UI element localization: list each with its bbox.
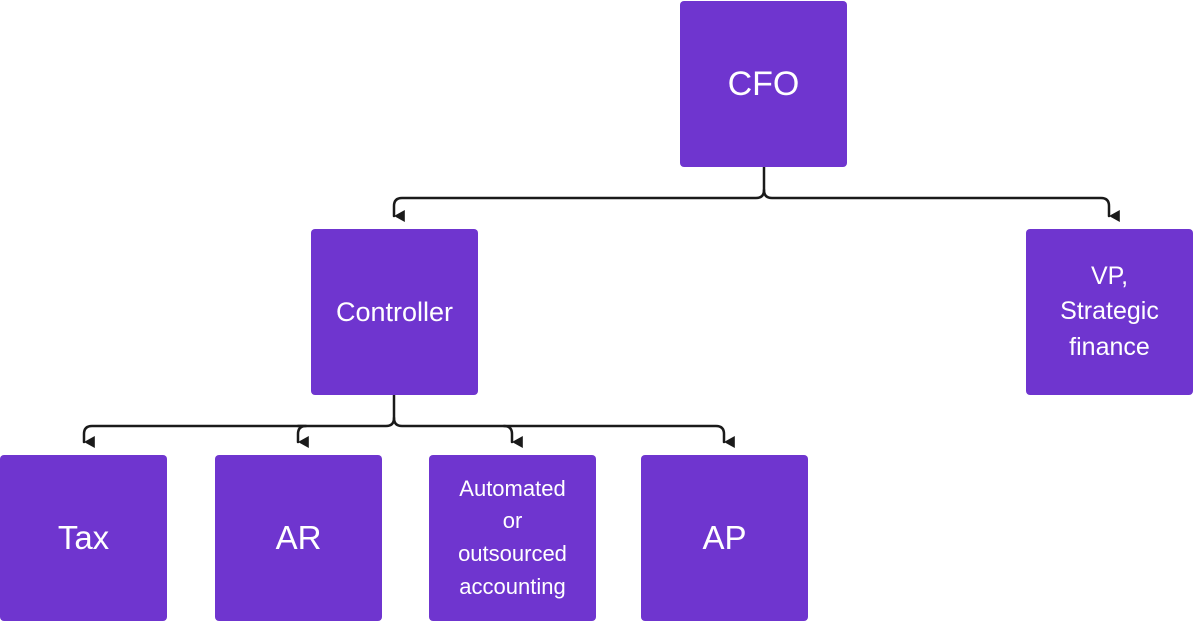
node-ap-label: AP xyxy=(702,519,747,556)
connector-controller-to-automated xyxy=(392,416,523,448)
node-cfo-label: CFO xyxy=(727,64,800,103)
node-ar-label: AR xyxy=(275,519,322,556)
connector-controller-to-ap xyxy=(502,424,735,448)
node-controller: Controller xyxy=(311,229,478,395)
connector-cfo-stem xyxy=(392,165,766,222)
node-ar: AR xyxy=(215,455,382,621)
node-cfo: CFO xyxy=(680,1,847,167)
node-vp-strategic-finance-label: VP, Strategic finance xyxy=(1060,261,1159,361)
node-controller-label: Controller xyxy=(335,296,454,327)
connector-controller-to-ar xyxy=(296,424,309,448)
connector-cfo-to-vp xyxy=(762,188,1120,222)
node-automated-accounting-label: Automated or outsourced accounting xyxy=(458,475,567,599)
node-automated-accounting: Automated or outsourced accounting xyxy=(429,455,596,621)
node-vp-strategic-finance: VP, Strategic finance xyxy=(1026,229,1193,395)
connector-controller-to-tax xyxy=(82,393,396,448)
node-tax: Tax xyxy=(0,455,167,621)
node-tax-label: Tax xyxy=(57,519,110,556)
node-ap: AP xyxy=(641,455,808,621)
